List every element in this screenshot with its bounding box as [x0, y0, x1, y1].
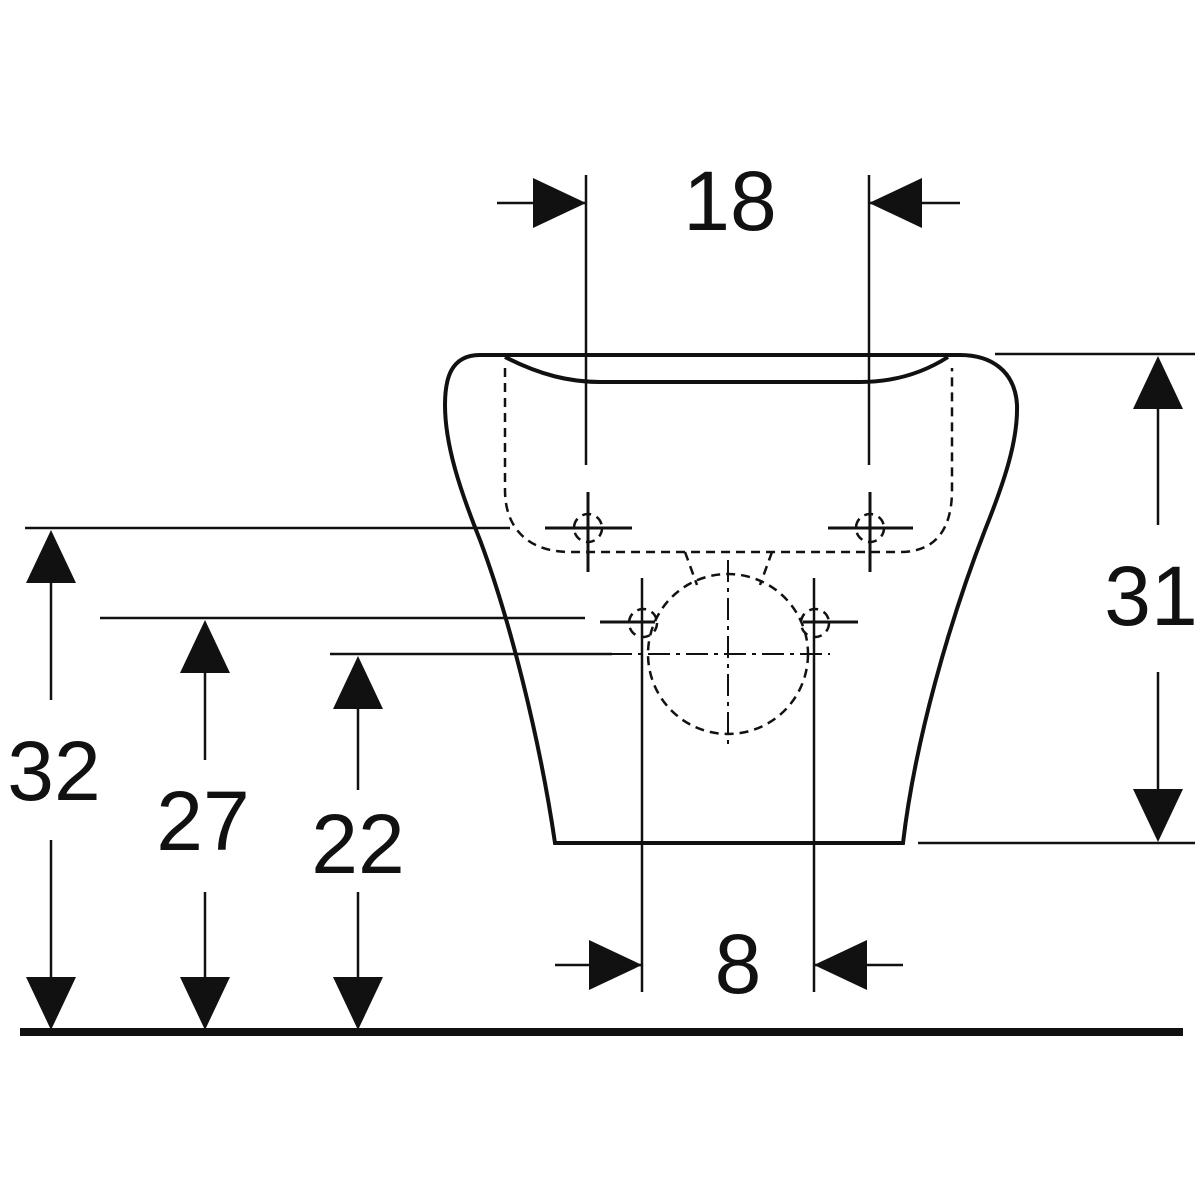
dimension-8-label: 8 — [715, 917, 762, 1011]
dimension-27-arrows — [180, 620, 230, 1030]
bidet-outline — [442, 353, 1020, 845]
dimension-31-label: 31 — [1104, 549, 1197, 643]
rim-inner-line — [504, 355, 950, 384]
dimension-32-arrows — [26, 530, 76, 1030]
bowl-hidden-outline — [503, 368, 954, 554]
dimension-8-arrows — [555, 940, 903, 990]
dimension-22-label: 22 — [311, 797, 404, 891]
drain-boss-hidden — [683, 551, 774, 586]
fixing-cross-top-right — [828, 492, 913, 572]
fixing-cross-top-left — [545, 492, 632, 572]
dimension-22-arrows — [333, 656, 383, 1030]
dimension-27-label: 27 — [156, 774, 249, 868]
dimension-32-label: 32 — [7, 724, 100, 818]
dimension-18-label: 18 — [683, 154, 776, 248]
dimension-31-arrows — [1133, 356, 1183, 842]
dimension-18-arrows — [497, 178, 960, 228]
